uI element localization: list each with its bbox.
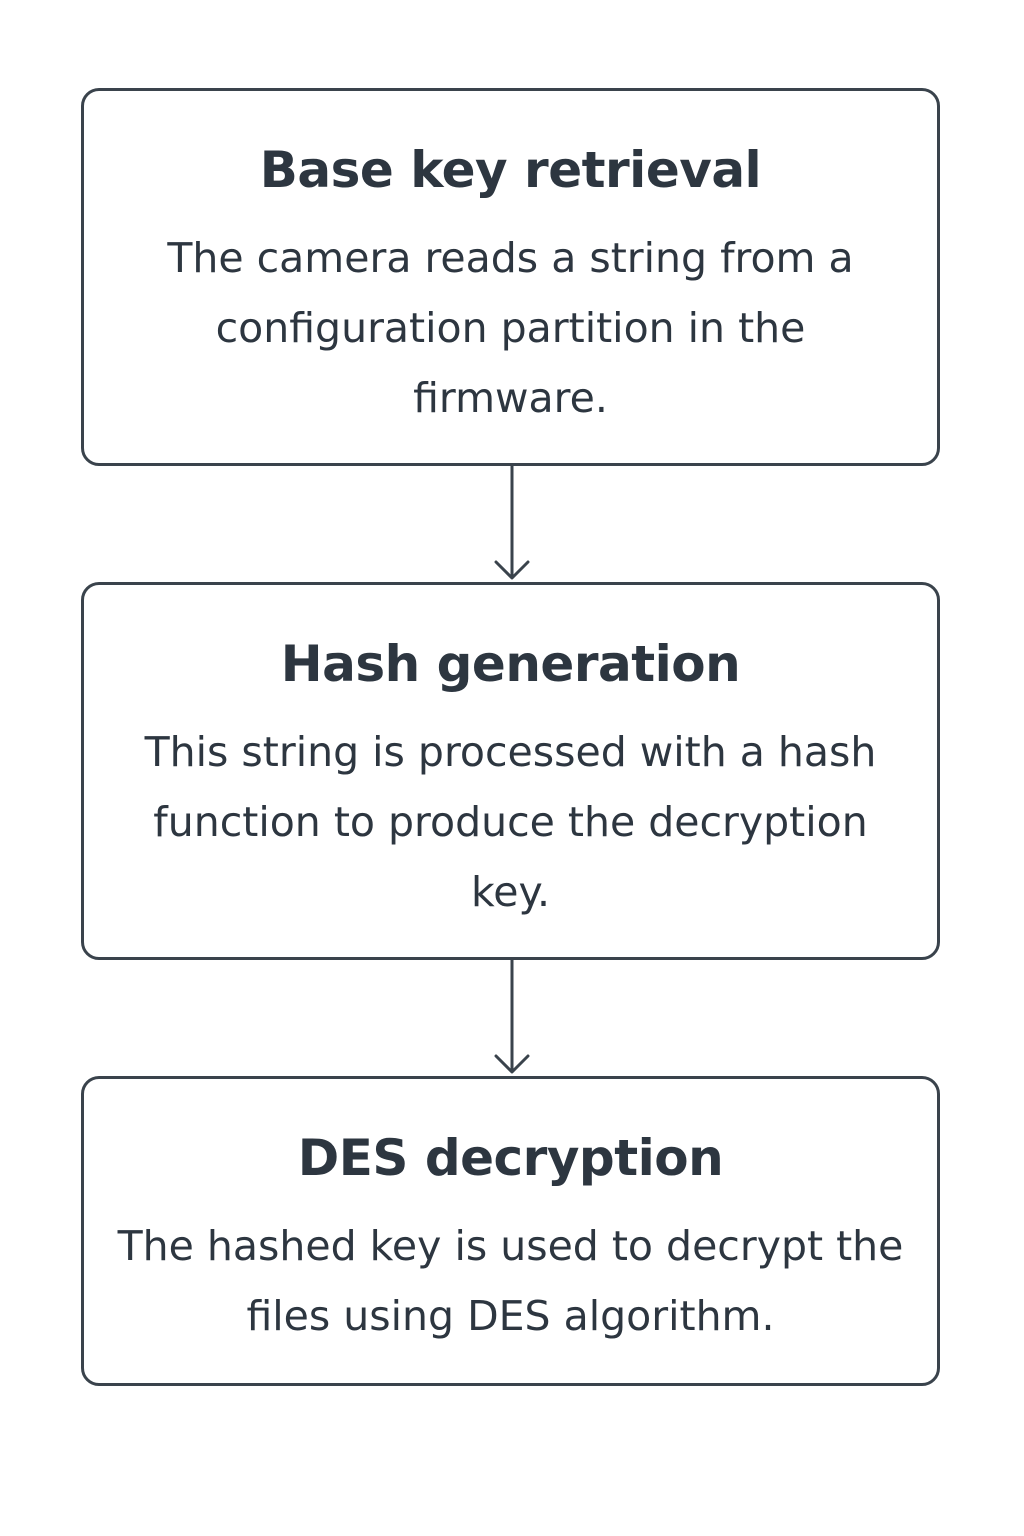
step-box-base-key-retrieval: Base key retrieval The camera reads a st…	[81, 88, 940, 466]
arrow-connector	[0, 466, 1024, 582]
step-title: DES decryption	[297, 1129, 724, 1187]
arrow-connector	[0, 960, 1024, 1076]
step-title: Hash generation	[280, 635, 741, 693]
step-title: Base key retrieval	[259, 141, 762, 199]
step-description: This string is processed with a hash fun…	[144, 728, 877, 916]
step-box-des-decryption: DES decryption The hashed key is used to…	[81, 1076, 940, 1386]
step-description: The camera reads a string from a configu…	[167, 234, 854, 422]
step-description: The hashed key is used to decrypt the fi…	[117, 1222, 904, 1340]
step-box-hash-generation: Hash generation This string is processed…	[81, 582, 940, 960]
